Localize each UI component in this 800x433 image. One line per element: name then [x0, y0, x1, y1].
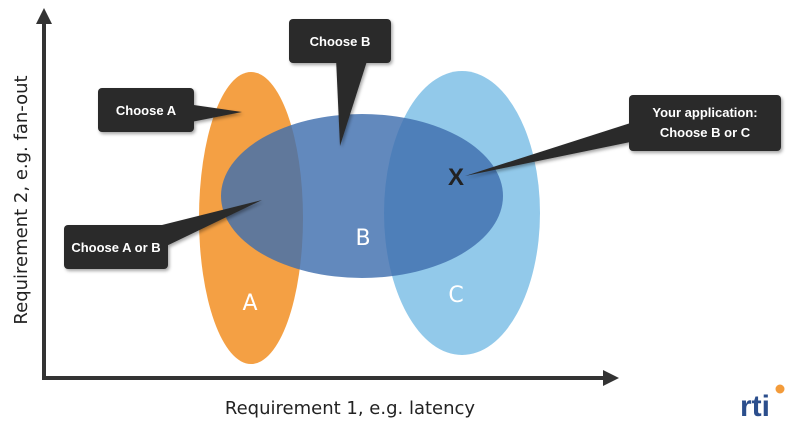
region-c-label: C [448, 283, 463, 308]
axes [36, 8, 619, 386]
rti-logo: rti [740, 384, 785, 423]
callout-choose-b [289, 19, 391, 146]
callout-choose-a-or-b [64, 200, 262, 269]
y-axis-arrowhead [36, 8, 52, 24]
callout-choose-a [98, 88, 242, 132]
callout-your-application [465, 95, 781, 176]
x-axis-label: Requirement 1, e.g. latency [225, 398, 476, 419]
callout-choose-a-or-b-text: Choose A or B [71, 240, 160, 255]
callout-your-application-line1: Your application: [652, 105, 757, 120]
rti-logo-dot [775, 384, 785, 394]
rti-logo-text: rti [740, 390, 770, 423]
region-b-label: B [355, 226, 370, 251]
region-b-ellipse [221, 114, 503, 278]
x-axis-arrowhead [603, 370, 619, 386]
y-axis-label: Requirement 2, e.g. fan-out [11, 75, 32, 324]
callout-choose-a-text: Choose A [116, 103, 177, 118]
callout-your-application-line2: Choose B or C [660, 125, 751, 140]
region-a-label: A [242, 291, 257, 316]
callout-choose-b-text: Choose B [310, 34, 371, 49]
regions [199, 71, 540, 364]
application-marker: X [448, 164, 464, 191]
